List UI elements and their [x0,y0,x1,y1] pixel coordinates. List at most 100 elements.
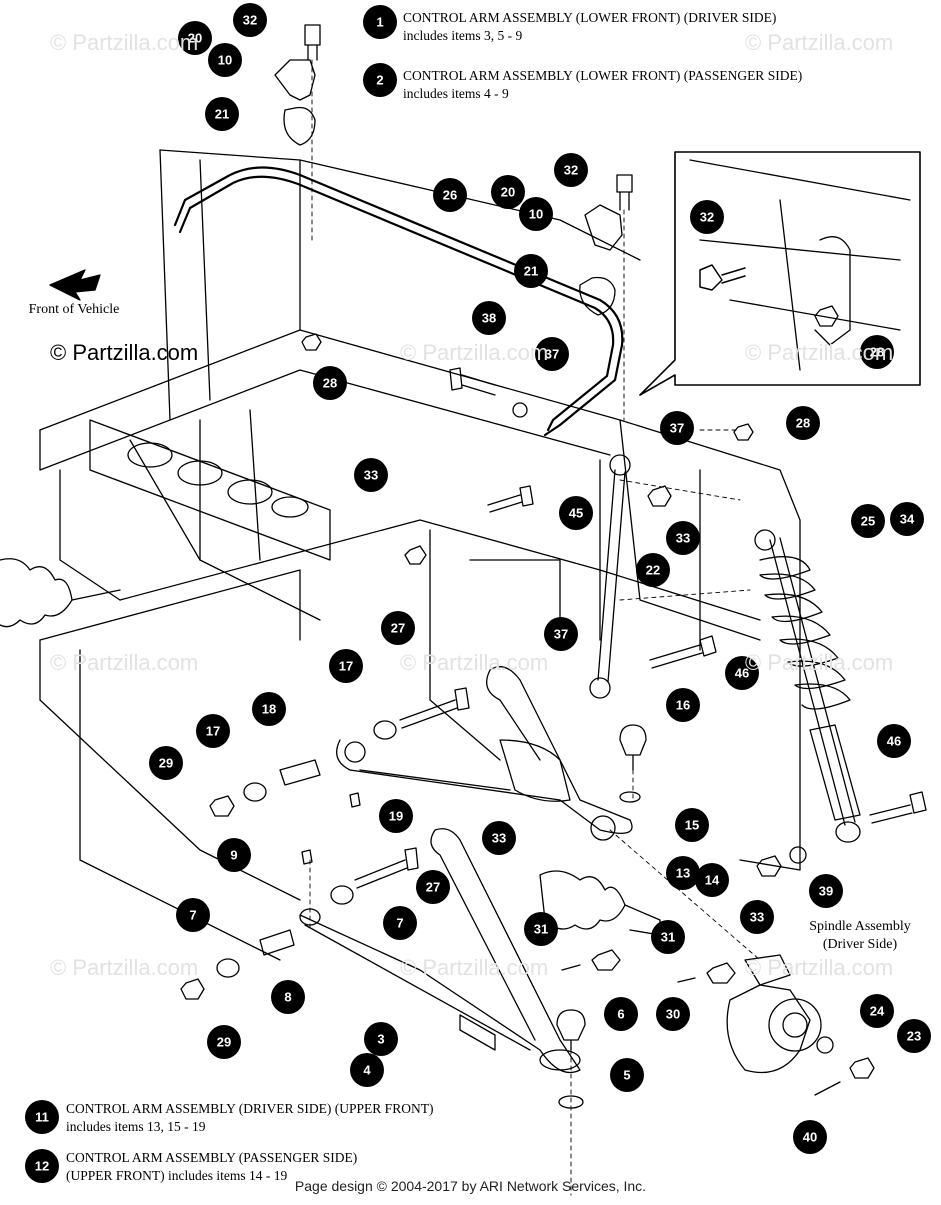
nut-28-left [301,333,322,351]
legend-entry-2: CONTROL ARM ASSEMBLY (LOWER FRONT) (PASS… [403,68,803,101]
part-callout-7: 7 [383,906,417,940]
part-callout-29: 29 [149,746,183,780]
callout-number: 7 [189,908,196,923]
upper-control-arm [336,666,633,841]
callout-number: 26 [443,188,457,203]
callout-number: 32 [243,13,257,28]
callout-circle [196,714,230,748]
part-callout-26: 26 [433,178,467,212]
bolt-27-upper [399,687,470,729]
callout-circle [656,997,690,1031]
part-callout-28: 28 [313,366,347,400]
callout-number: 33 [364,468,378,483]
part-callout-45: 45 [559,496,593,530]
callout-number: 11 [35,1110,49,1125]
nut-33-link [647,485,672,507]
inset-detail-box [639,151,921,396]
callout-number: 6 [617,1007,624,1022]
bolt-46-upper [649,635,717,669]
part-callout-19: 19 [379,799,413,833]
callout-number: 27 [426,880,440,895]
callout-circle [205,97,239,131]
front-of-vehicle-label: Front of Vehicle [28,302,120,317]
cross-member-plate [89,419,331,561]
callout-number: 32 [564,163,578,178]
callout-circle [433,178,467,212]
callout-number: 31 [661,930,675,945]
spacer-39 [789,846,807,864]
callout-number: 3 [377,1032,384,1047]
part-callout-21: 21 [205,97,239,131]
callout-circle [695,863,729,897]
callout-circle [482,821,516,855]
sleeve-18 [279,759,321,786]
callout-circle [793,1120,827,1154]
sleeve-8 [259,929,295,956]
part-callout-16: 16 [666,688,700,722]
part-callout-3: 3 [364,1022,398,1056]
part-callout-15: 15 [675,808,709,842]
ball-joint-16 [619,724,647,771]
callout-number: 37 [545,347,559,362]
part-callout-17: 17 [196,714,230,748]
part-callout-46: 46 [725,656,759,690]
callout-circle [381,611,415,645]
callout-number: 14 [705,873,720,888]
callout-number: 20 [188,31,202,46]
callout-circle [354,458,388,492]
nut-28-right [733,423,754,441]
callout-circle [252,692,286,726]
callout-number: 23 [907,1029,921,1044]
part-callout-29: 29 [207,1025,241,1059]
part-callout-18: 18 [252,692,286,726]
callout-number: 5 [623,1068,630,1083]
callout-number: 21 [524,264,538,279]
callout-circle [610,1058,644,1092]
part-callout-34: 34 [890,502,924,536]
watermark: © Partzilla.com [50,30,199,55]
callout-number: 46 [735,666,749,681]
callout-number: 37 [670,421,684,436]
callout-number: 28 [796,416,810,431]
callout-circle [233,3,267,37]
callout-number: 7 [396,916,403,931]
callout-number: 12 [35,1159,49,1174]
callout-number: 17 [206,724,220,739]
part-callout-6: 6 [604,997,638,1031]
callout-circle [207,1025,241,1059]
bar-bracket-right [579,204,623,316]
legend-callout-11: 11 [25,1100,59,1134]
nut-33-shock [756,855,782,877]
part-callout-27: 27 [381,611,415,645]
watermark: © Partzilla.com [745,955,894,980]
part-callout-40: 40 [793,1120,827,1154]
legend-callout-1: 1 [363,5,397,39]
part-callout-37: 37 [660,411,694,445]
callout-number: 30 [666,1007,680,1022]
callout-circle [491,175,525,209]
callout-number: 21 [215,107,229,122]
stabilizer-bar [173,166,624,437]
part-callout-14: 14 [695,863,729,897]
callout-circle [786,406,820,440]
callout-number: 1 [376,15,383,30]
callout-number: 8 [284,990,291,1005]
part-callout-23: 23 [897,1019,931,1053]
part-callout-37: 37 [544,617,578,651]
callout-number: 40 [803,1130,817,1145]
callout-circle [535,337,569,371]
callout-circle [636,553,670,587]
callout-number: 13 [676,866,690,881]
callout-number: 27 [391,621,405,636]
callout-number: 33 [750,910,764,925]
part-callout-10: 10 [519,197,553,231]
part-callout-46: 46 [877,724,911,758]
bushing-7-right [330,885,354,905]
callout-circle [350,1053,384,1087]
callout-circle [217,838,251,872]
part-callout-30: 30 [656,997,690,1031]
callout-number: 45 [569,506,583,521]
callout-number: 20 [501,185,515,200]
legend-entry-11: CONTROL ARM ASSEMBLY (DRIVER SIDE) (UPPE… [66,1101,434,1134]
